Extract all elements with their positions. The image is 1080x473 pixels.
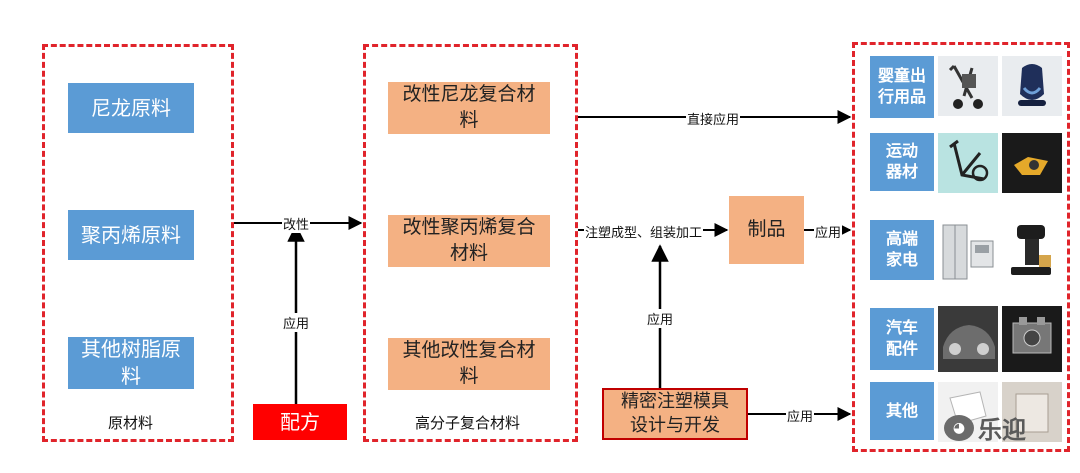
label-injection: 注塑成型、组装加工 [584,222,704,241]
modified-nylon-box: 改性尼龙复合材料 [388,82,550,134]
wechat-icon: ◕ [944,414,974,441]
label-mold-apply: 应用 [786,406,815,425]
refrigerator-icon [938,218,998,284]
label-direct-apply: 直接应用 [686,109,741,128]
applications-frame [852,42,1070,452]
label-modify: 改性 [282,214,311,233]
label-mold-up-apply: 应用 [646,309,675,328]
other-modified-box: 其他改性复合材料 [388,338,550,390]
product-box: 制品 [729,196,804,264]
stroller-icon [938,56,998,116]
composite-materials-frame [363,44,578,442]
fitness-part-icon [1002,133,1062,193]
plastic-shell-icon [1002,382,1062,442]
category-baby-travel: 婴童出行用品 [870,56,934,118]
car-seat-icon [1002,56,1062,116]
raw-nylon-box: 尼龙原料 [68,83,194,133]
watermark-text: 乐迎 [978,416,1026,444]
raw-polypropylene-box: 聚丙烯原料 [68,210,194,260]
formula-box: 配方 [253,404,347,440]
engine-icon [1002,306,1062,372]
raw-materials-label: 原材料 [108,414,154,432]
category-auto-parts: 汽车配件 [870,308,934,370]
category-sports: 运动器材 [870,133,934,191]
category-appliances: 高端家电 [870,220,934,280]
composite-materials-label: 高分子复合材料 [415,414,521,432]
coffee-machine-icon [1002,218,1062,284]
category-other: 其他 [870,382,934,440]
label-product-apply: 应用 [814,222,843,241]
elliptical-trainer-icon [938,133,998,193]
raw-other-resin-box: 其他树脂原料 [68,337,194,389]
label-formula-apply: 应用 [282,313,311,332]
car-front-icon [938,306,998,372]
watermark: ◕ 乐迎 [944,410,1026,445]
mold-design-box: 精密注塑模具设计与开发 [602,388,748,440]
raw-materials-frame [42,44,234,442]
modified-polypropylene-box: 改性聚丙烯复合材料 [388,215,550,267]
